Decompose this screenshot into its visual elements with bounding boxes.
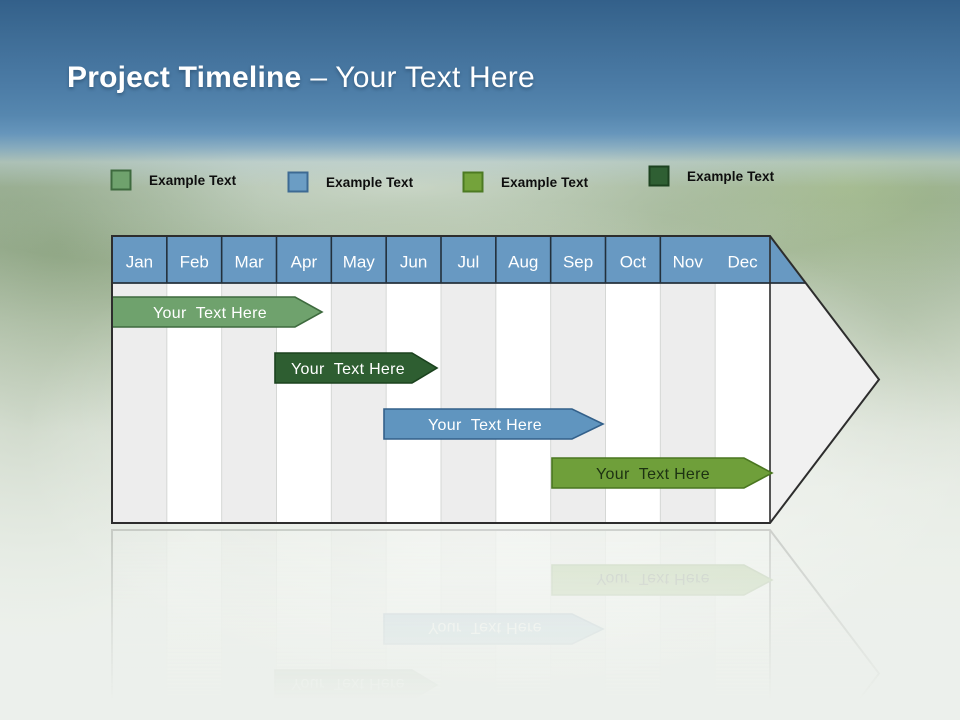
legend-label: Example Text: [687, 168, 775, 184]
gantt-bar-1: Your Text Here: [111, 296, 324, 328]
legend-label: Example Text: [326, 174, 414, 190]
gantt-bar-label: Your Text Here: [596, 466, 710, 483]
gantt-bar-shape: [274, 352, 439, 384]
title-main-text: Project Timeline: [67, 61, 302, 94]
gantt-reflection: [110, 527, 882, 720]
month-column-stripes: [112, 283, 770, 523]
legend-swatch-rect: [110, 169, 132, 191]
gantt-bar-label: Your Text Here: [428, 417, 542, 434]
legend-label: Example Text: [149, 172, 237, 188]
gantt-bar-label: Your Text Here: [153, 305, 267, 322]
month-label: Jun: [400, 253, 427, 272]
legend-item: Example Text: [110, 169, 236, 191]
legend-swatch-apple-green-icon: [462, 171, 484, 193]
gantt-bar-2: Your Text Here: [274, 352, 439, 384]
month-label: Mar: [234, 253, 264, 272]
gantt-bar-shape: [383, 408, 605, 440]
month-label: Oct: [620, 253, 647, 272]
column-stripe: [331, 283, 387, 523]
gantt-bar-shape: [551, 457, 774, 489]
column-stripe: [495, 283, 551, 523]
timeline-arrow-outline: [111, 235, 881, 524]
month-header-dividers: [166, 237, 662, 283]
legend-item: Example Text: [462, 171, 588, 193]
month-header-band: [112, 237, 879, 283]
legend-item: Example Text: [648, 165, 774, 187]
month-label: May: [343, 253, 376, 272]
legend-item: Example Text: [287, 171, 413, 193]
gantt-bar-4: Your Text Here: [551, 457, 774, 489]
gantt-bar-3: Your Text Here: [383, 408, 605, 440]
gantt-bar-label: Your Text Here: [291, 361, 405, 378]
legend-swatch-rect: [287, 171, 309, 193]
title-suffix-text: – Your Text Here: [310, 61, 535, 94]
legend-swatch-blue-icon: [287, 171, 309, 193]
column-stripe: [386, 283, 441, 523]
month-label: Aug: [508, 253, 538, 272]
legend-swatch-rect: [462, 171, 484, 193]
legend-swatch-green-icon: [110, 169, 132, 191]
column-stripe: [441, 283, 496, 523]
month-label: Apr: [291, 253, 318, 272]
month-label: Sep: [563, 253, 593, 272]
legend-swatch-rect: [648, 165, 670, 187]
month-label: Jan: [126, 253, 153, 272]
slide-title: Project Timeline– Your Text Here: [67, 61, 535, 95]
month-label: Feb: [180, 253, 209, 272]
month-label: Dec: [727, 253, 758, 272]
month-labels: Jan Feb Mar Apr May Jun Jul Aug Sep Oct …: [126, 253, 759, 272]
month-label: Nov: [673, 253, 704, 272]
legend-label: Example Text: [501, 174, 589, 190]
gantt-timeline-chart: Jan Feb Mar Apr May Jun Jul Aug Sep Oct …: [111, 235, 881, 524]
month-label: Jul: [458, 253, 480, 272]
legend-swatch-dark-green-icon: [648, 165, 670, 187]
